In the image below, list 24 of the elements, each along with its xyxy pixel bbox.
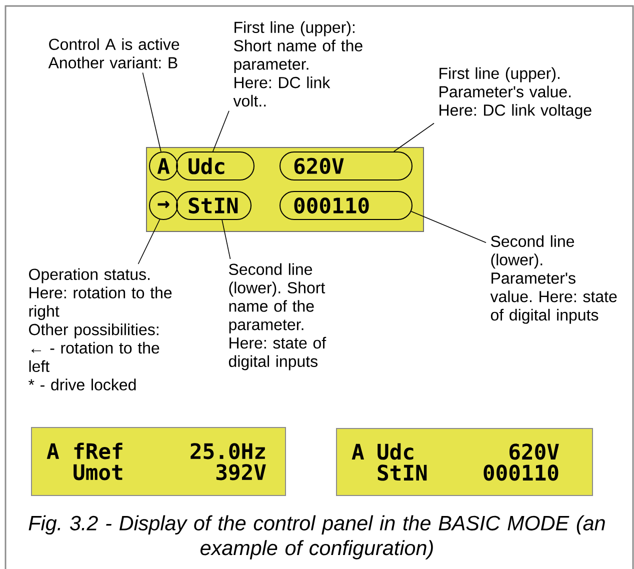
lcd-display [146,147,424,232]
leader-line [393,122,434,152]
parameter-name: Umot [74,464,122,480]
parameter-value: 620V [510,444,559,460]
parameter-value: 25.0Hz [190,443,265,460]
annotation-text: First line (upper). Parameter's value. Here: DC link voltage [440,67,592,119]
annotation-text: Control A is active Another variant: B [48,38,180,68]
parameter-value: 392V [216,464,266,480]
lcd-display [336,428,593,496]
annotation-text: First line (upper): Short name of the parameter. Here: DC link volt.. [233,21,362,107]
annotation-text: Operation status. Here: rotation to the right Other possibilities: ← - rotation to the left * - drive locked [28,268,172,390]
annotation-text: Second line (lower). Parameter's value. Here: state of digital inputs [490,235,617,324]
parameter-name: Udc [378,443,414,460]
parameter-name: fRef [74,442,122,460]
leader-line [142,72,162,152]
lcd-display [31,427,286,496]
leader-line [212,110,230,152]
parameter-value: 000110 [484,464,558,481]
parameter-name: StIN [378,464,427,481]
status-letter: A [352,444,364,460]
leader-line [138,219,160,264]
annotation-text: Second line (lower). Short name of the parameter. Here: state of digital inputs [228,263,326,370]
figure-caption: Fig. 3.2 - Display of the control panel in the BASIC MODE (an example of configuration) [28,515,605,560]
status-letter: A [46,443,59,459]
